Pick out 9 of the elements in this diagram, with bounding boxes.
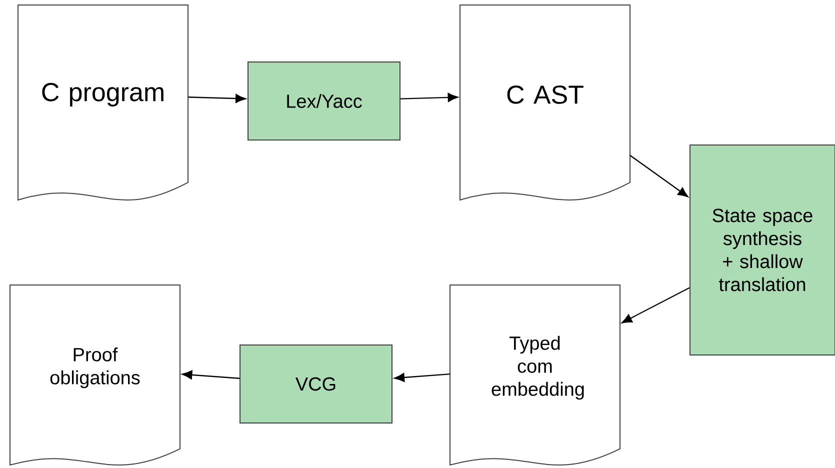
process-box: Lex/Yacc (248, 62, 400, 140)
process-box: State space synthesis + shallow translation (690, 144, 835, 356)
arrow (182, 370, 240, 380)
arrow (188, 94, 246, 103)
arrow (400, 92, 458, 102)
arrow (394, 373, 450, 382)
arrow (622, 287, 690, 324)
arrow (630, 155, 688, 198)
process-box: VCG (240, 344, 392, 424)
